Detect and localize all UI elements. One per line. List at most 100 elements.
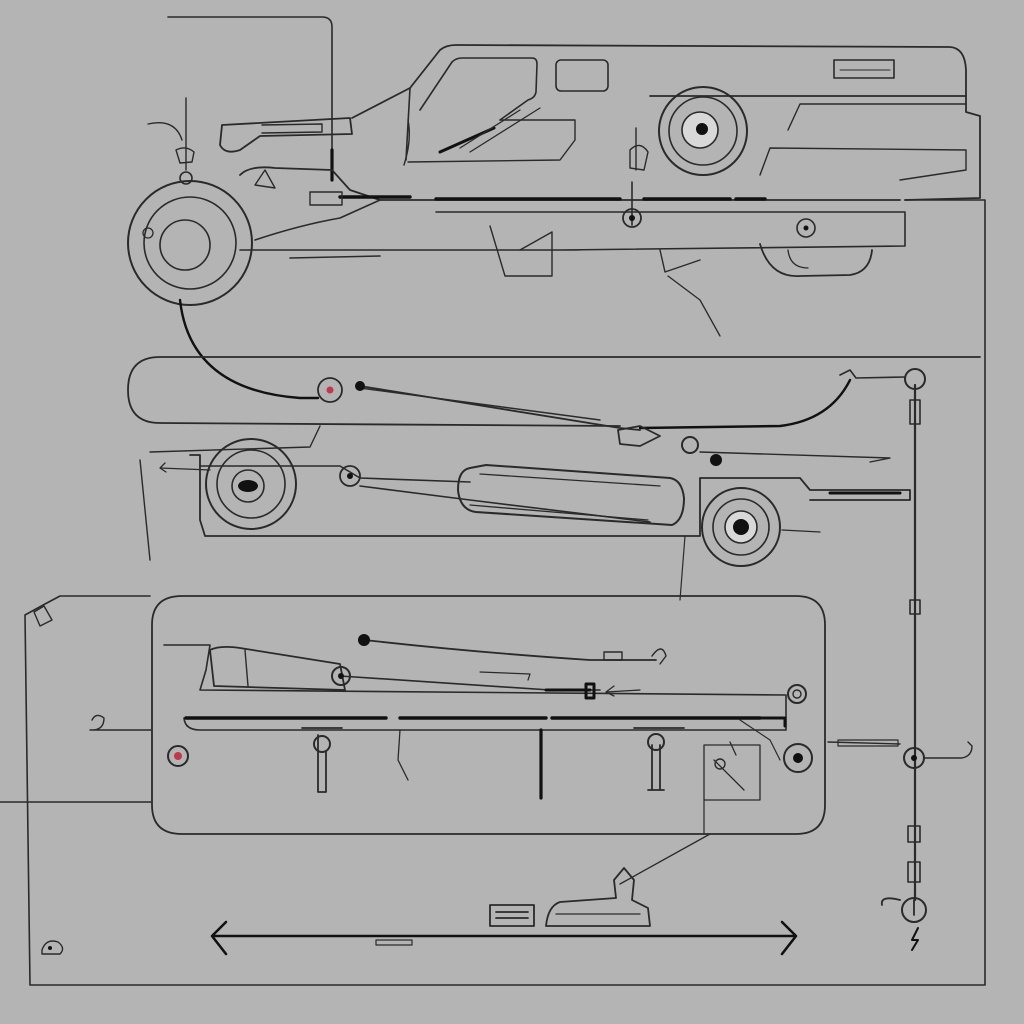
lower-rod-joint bbox=[331, 666, 351, 686]
linkage-top-hook bbox=[839, 369, 906, 379]
lower-rod-arrow bbox=[605, 685, 641, 697]
upper-frame-rail bbox=[239, 166, 901, 201]
chassis-joint-center bbox=[347, 473, 353, 479]
middle-chassis-frame bbox=[139, 425, 911, 601]
lower-rod-handle bbox=[544, 682, 596, 700]
pedal-arm bbox=[545, 867, 651, 927]
front-wheel-cable bbox=[178, 298, 320, 400]
linkage-crank bbox=[617, 425, 661, 447]
support-center-wire bbox=[397, 729, 409, 781]
hanging-strut bbox=[667, 275, 721, 337]
lower-long-rod bbox=[364, 639, 657, 661]
mid-left-wheel-hub bbox=[231, 469, 265, 503]
support-right bbox=[633, 727, 685, 791]
lower-accent-knob bbox=[167, 745, 189, 767]
lower-right-knob bbox=[783, 743, 813, 773]
hitch-bolt bbox=[796, 218, 816, 238]
lower-panel-left-tab bbox=[33, 605, 53, 627]
rear-wheel-tire bbox=[658, 86, 748, 176]
linkage-rail-rod-2 bbox=[359, 387, 601, 421]
upper-linkage-rail bbox=[127, 356, 981, 466]
lower-actuator bbox=[209, 645, 346, 691]
support-right-joint bbox=[647, 733, 665, 751]
linkage-rail-capsule bbox=[127, 356, 981, 427]
dimension-left-head bbox=[210, 920, 228, 956]
dimension-right-head bbox=[780, 920, 798, 956]
mount-rod bbox=[289, 255, 381, 259]
support-box-bolt bbox=[714, 758, 726, 770]
column-bottom-ring bbox=[901, 897, 927, 923]
lower-panel-left-wire bbox=[0, 714, 153, 803]
lower-frame-panel bbox=[0, 595, 826, 885]
top-lead-wire bbox=[167, 16, 333, 179]
rear-window bbox=[555, 59, 609, 92]
lower-right-knob-top bbox=[787, 684, 807, 704]
linkage-knob-left bbox=[355, 381, 365, 391]
lower-panel-exit-wire bbox=[619, 833, 711, 885]
hood-grill bbox=[261, 123, 323, 134]
mid-right-wheel-tire bbox=[701, 487, 781, 567]
rear-axle-joint bbox=[622, 208, 642, 228]
mid-left-wheel-tire bbox=[205, 438, 297, 530]
linkage-crank-pin bbox=[681, 436, 699, 454]
column-side-branch bbox=[827, 741, 973, 759]
mid-left-wheel-axle bbox=[238, 480, 258, 492]
column-top-knob bbox=[904, 368, 926, 390]
column-mid-joint-center bbox=[911, 755, 917, 761]
front-wheel-rim bbox=[143, 196, 237, 290]
chassis-cylinder bbox=[457, 464, 685, 526]
middle-wheel-left bbox=[205, 438, 297, 530]
antenna-base bbox=[179, 171, 193, 185]
lower-right-knob-top-inner bbox=[792, 689, 802, 699]
hitch-bolt-center bbox=[803, 225, 809, 231]
front-wheel-hub bbox=[159, 219, 211, 271]
linkage-pointer bbox=[699, 451, 891, 463]
cab-outline bbox=[351, 44, 967, 119]
front-wheel bbox=[127, 180, 320, 400]
corner-mark-dot bbox=[48, 946, 52, 950]
column-side-tag bbox=[837, 739, 899, 747]
rear-wheel bbox=[622, 86, 748, 228]
chassis-drop-line bbox=[679, 535, 686, 601]
mid-left-wheel-rim bbox=[216, 449, 286, 519]
mid-right-wheel-lead bbox=[781, 529, 821, 533]
linkage-joint-accent-dot bbox=[326, 386, 334, 394]
clip-left bbox=[254, 169, 276, 189]
dimension-tick-mark bbox=[375, 939, 413, 946]
linkage-return-cable bbox=[638, 378, 852, 430]
rear-axle-joint-center bbox=[629, 215, 635, 221]
bed-panel bbox=[649, 95, 981, 201]
mid-right-wheel-axle bbox=[733, 519, 749, 535]
vertical-cable-column bbox=[24, 199, 986, 986]
lower-rod-knob bbox=[358, 634, 370, 646]
support-box bbox=[703, 741, 761, 801]
lower-rod-end-hook bbox=[651, 648, 667, 665]
lower-panel-outline bbox=[151, 595, 826, 835]
column-coupler-4 bbox=[907, 861, 921, 883]
steering-rod-guide bbox=[459, 107, 541, 153]
column-outer-border bbox=[24, 199, 986, 986]
chassis-top-edge bbox=[139, 425, 321, 561]
lower-rail-outline bbox=[163, 644, 787, 731]
front-window bbox=[419, 57, 538, 121]
lower-accent-knob-dot bbox=[174, 752, 182, 760]
truck-body bbox=[147, 16, 981, 337]
frame-drop-right bbox=[659, 249, 701, 273]
door-line bbox=[407, 119, 576, 163]
linkage-crank-knob bbox=[710, 454, 722, 466]
rear-wheel-strut bbox=[629, 127, 649, 171]
rear-wheel-axle bbox=[696, 123, 708, 135]
antenna-mount bbox=[147, 97, 195, 171]
frame-drop bbox=[489, 225, 553, 277]
chassis-arrow-left bbox=[159, 462, 211, 473]
front-wheel-bolt bbox=[142, 227, 154, 239]
column-coupler-2 bbox=[909, 599, 921, 615]
column-coupler-3 bbox=[907, 825, 921, 843]
hood bbox=[219, 117, 353, 153]
pedal-base bbox=[489, 904, 535, 927]
lower-frame-rail bbox=[239, 211, 906, 251]
bed-trim bbox=[787, 103, 967, 131]
lower-rail-end bbox=[758, 716, 787, 728]
